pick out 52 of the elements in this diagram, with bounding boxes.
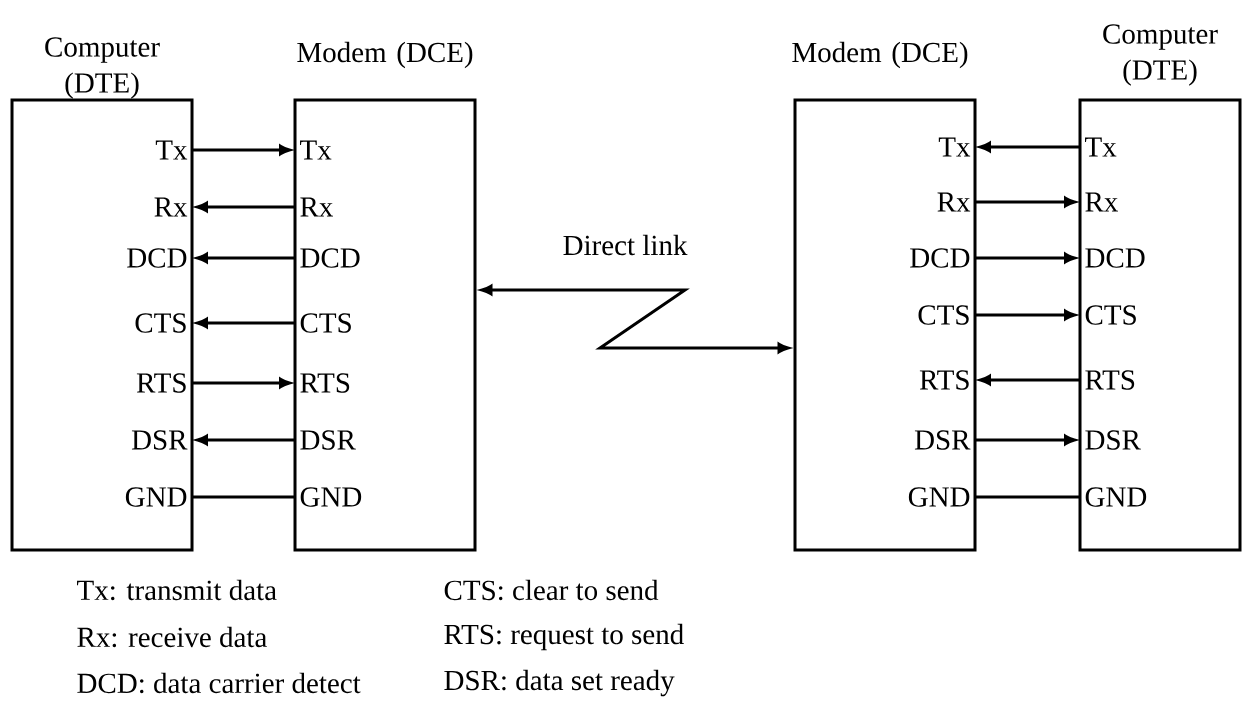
pin-label: DCD	[127, 248, 187, 268]
pin-label: Rx	[937, 192, 971, 212]
signal-arrow	[979, 141, 1080, 153]
pin-label: Tx	[155, 140, 188, 160]
pin-label: RTS	[919, 370, 969, 390]
pin-label: GND	[1085, 487, 1147, 507]
pin-label: CTS	[300, 313, 351, 333]
abbreviation-note: CTS: clear to send	[444, 579, 659, 601]
abbreviation-note: DSR: data set ready	[444, 669, 675, 697]
pin-label: CTS	[918, 305, 969, 325]
signal-arrow	[196, 201, 295, 213]
signal-arrow	[975, 252, 1076, 264]
signal-arrow	[192, 377, 291, 389]
link-arrow	[480, 284, 790, 354]
signal-arrow	[196, 434, 295, 446]
pin-label: GND	[300, 487, 362, 507]
signal-arrow	[975, 434, 1076, 446]
pin-label: DSR	[131, 430, 188, 450]
pin-label: CTS	[1085, 305, 1136, 325]
signal-arrow	[192, 144, 291, 156]
pin-label: DSR	[1085, 430, 1141, 450]
device-heading: Modem (DCE)	[297, 41, 473, 69]
pin-label: RTS	[300, 373, 350, 393]
pin-label: Rx	[300, 197, 333, 217]
pin-label: GND	[125, 487, 187, 507]
pin-label: Rx	[1085, 192, 1118, 212]
pin-label: Tx	[1085, 137, 1117, 157]
device-heading: Computer (DTE)	[1103, 24, 1218, 86]
device-heading: Computer (DTE)	[45, 37, 160, 99]
pin-label: DSR	[300, 430, 356, 450]
pin-label: Tx	[938, 137, 971, 157]
abbreviation-note: Rx: receive data	[77, 626, 267, 648]
edge-label: Direct link	[560, 232, 690, 258]
pin-label: RTS	[1085, 370, 1135, 390]
pin-label: CTS	[135, 313, 186, 333]
pin-label: DSR	[914, 430, 971, 450]
abbreviation-note: DCD: data carrier detect	[77, 672, 361, 694]
signal-arrow	[979, 374, 1080, 386]
signal-arrow	[975, 196, 1076, 208]
pin-label: GND	[908, 487, 970, 507]
device-heading: Modem (DCE)	[792, 41, 968, 69]
pin-label: DCD	[300, 248, 360, 268]
pin-label: DCD	[910, 248, 970, 268]
pin-label: DCD	[1085, 248, 1145, 268]
pin-label: Tx	[300, 140, 332, 160]
abbreviation-note: RTS: request to send	[444, 623, 684, 651]
pin-label: Rx	[154, 197, 188, 217]
signal-arrow	[196, 252, 295, 264]
pin-label: RTS	[136, 373, 186, 393]
abbreviation-note: Tx: transmit data	[77, 579, 277, 601]
signal-arrow	[975, 309, 1076, 321]
signal-arrow	[196, 317, 295, 329]
